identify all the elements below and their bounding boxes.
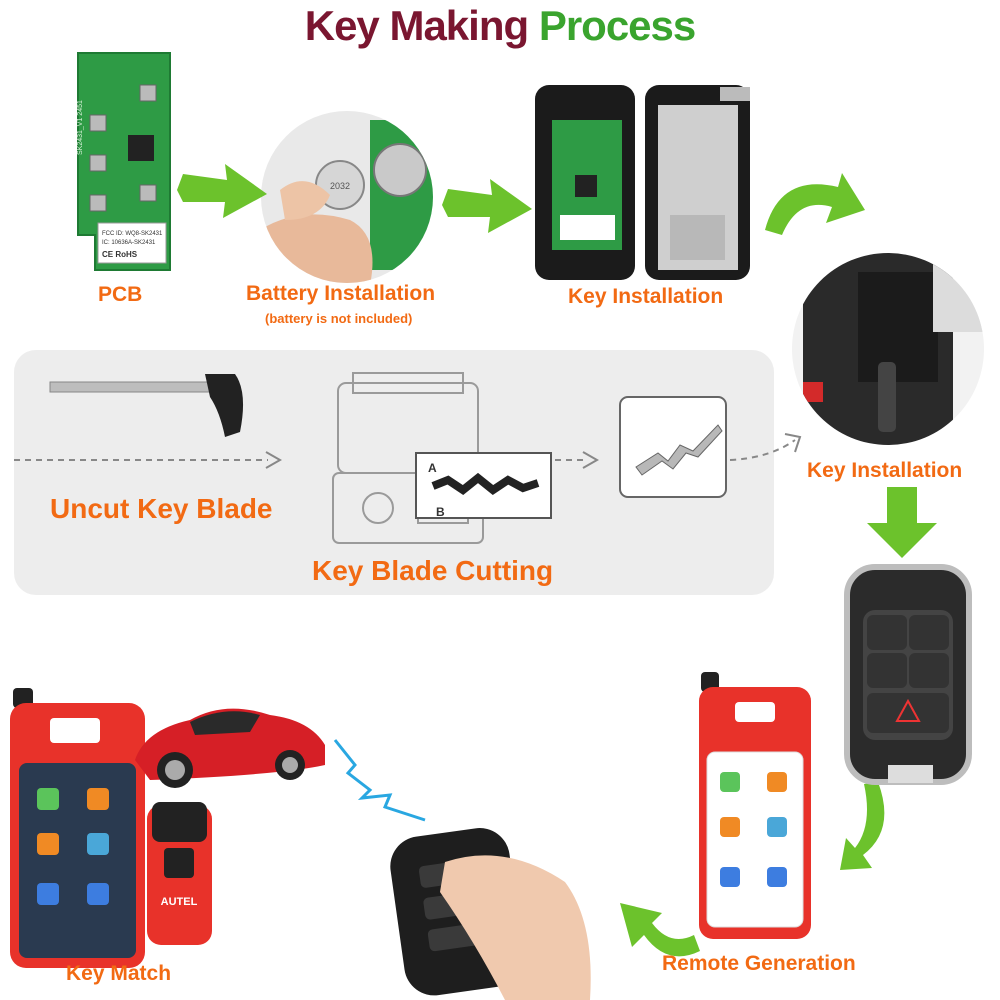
uncut-blade-image (49, 374, 244, 437)
label-battery-installation: Battery Installation (246, 282, 436, 305)
title-part-2: Process (538, 2, 696, 49)
pcb-ce-text: CE RoHS (102, 250, 138, 259)
page-title: Key Making Process (0, 2, 1000, 50)
arrow-pcb-to-battery (177, 164, 267, 218)
arrow-down-to-remote (867, 487, 937, 558)
pcb-model-text: SK2431_V1 2451 (77, 100, 84, 155)
cutter-mark-a: A (428, 461, 437, 475)
pcb-image: FCC ID: WQ8-SK2431 IC: 10636A-SK2431 CE … (77, 52, 171, 271)
key-shells-image (535, 85, 750, 280)
hand-key-image (390, 828, 591, 1000)
autel-device-right (699, 672, 811, 939)
arrow-curve-to-device (840, 782, 885, 870)
label-remote-generation: Remote Generation (662, 952, 856, 975)
label-key-match: Key Match (66, 962, 172, 985)
cut-blade-image (619, 396, 727, 498)
label-key-installation-2: Key Installation (807, 459, 963, 482)
battery-text: 2032 (330, 181, 350, 191)
autel-device-left (10, 688, 145, 968)
red-car-image (135, 708, 325, 788)
arrow-battery-to-key (442, 179, 532, 233)
battery-image: 2032 (261, 111, 433, 283)
dongle-brand: AUTEL (161, 896, 198, 908)
title-part-1: Key Making (304, 2, 529, 49)
pcb-fcc-text: FCC ID: WQ8-SK2431 (102, 231, 163, 237)
pcb-ic-text: IC: 10636A-SK2431 (102, 240, 156, 246)
cutter-mark-b: B (436, 505, 445, 519)
label-battery-note: (battery is not included) (265, 311, 413, 326)
signal-wave (333, 739, 426, 822)
label-key-blade-cutting: Key Blade Cutting (312, 555, 554, 586)
obd-dongle-image: AUTEL (147, 802, 212, 945)
smart-key-image (844, 564, 972, 785)
label-uncut-key-blade: Uncut Key Blade (50, 493, 273, 524)
cutting-machine-image: A B (332, 372, 552, 544)
arrow-curve-down (765, 173, 865, 235)
label-pcb: PCB (98, 283, 143, 306)
arrow-curve-to-key-match (620, 903, 700, 957)
label-key-installation-1: Key Installation (568, 285, 724, 308)
key-closeup-image (792, 253, 984, 445)
